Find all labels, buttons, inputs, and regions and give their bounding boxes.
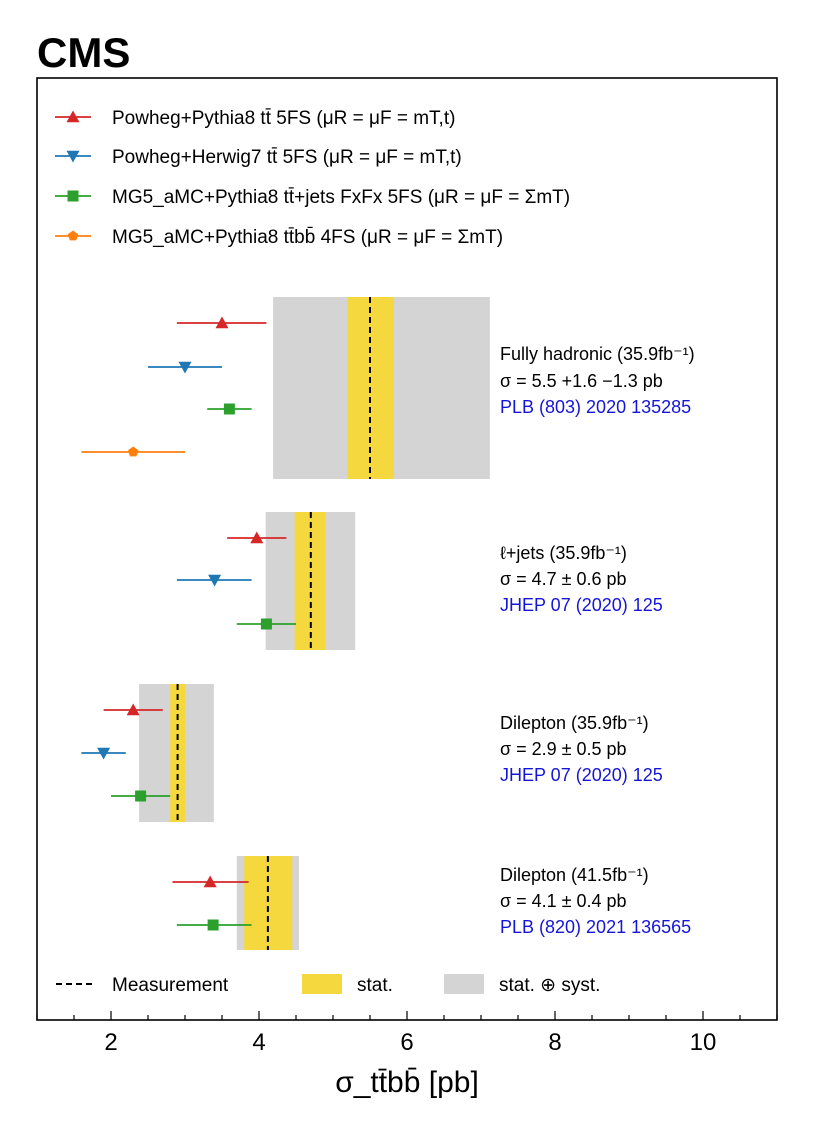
prediction-marker <box>260 618 272 630</box>
syst-legend-swatch <box>444 974 484 994</box>
prediction-marker <box>126 703 140 716</box>
x-axis-label: σ_tt̄bb̄ [pb] <box>335 1066 479 1099</box>
channel-result: σ = 2.9 ± 0.5 pb <box>500 739 627 759</box>
channel-result: σ = 5.5 +1.6 −1.3 pb <box>500 371 663 391</box>
stat-legend-label: stat. <box>357 975 393 996</box>
stat-legend-swatch <box>302 974 342 994</box>
model-predictions <box>81 316 296 931</box>
legend-marker <box>66 150 80 163</box>
channel-annotations: Fully hadronic (35.9fb⁻¹) σ = 5.5 +1.6 −1… <box>500 344 695 937</box>
x-tick-label: 4 <box>252 1029 265 1056</box>
legend-entry: MG5_aMC+Pythia8 tt̄bb̄ 4FS (μR = μF = Σm… <box>112 227 503 248</box>
legend-entry: Powheg+Pythia8 tt̄ 5FS (μR = μF = mT,t) <box>112 108 455 129</box>
channel-result: σ = 4.7 ± 0.6 pb <box>500 569 627 589</box>
prediction-marker <box>135 790 147 802</box>
x-axis: 2 4 6 8 10 σ_tt̄bb̄ [pb] <box>36 1011 778 1099</box>
prediction-marker <box>97 747 111 760</box>
channel-reference: JHEP 07 (2020) 125 <box>500 765 663 785</box>
prediction-marker <box>128 446 139 457</box>
measurement-legend-label: Measurement <box>112 975 229 996</box>
prediction-marker <box>203 875 217 888</box>
prediction-marker <box>178 361 192 374</box>
x-tick-label: 8 <box>548 1029 561 1056</box>
channel-result: σ = 4.1 ± 0.4 pb <box>500 891 627 911</box>
experiment-label: CMS <box>37 29 130 76</box>
x-tick-label: 10 <box>690 1029 717 1056</box>
legend-marker <box>67 230 79 241</box>
x-tick-label: 6 <box>400 1029 413 1056</box>
legend-entry: MG5_aMC+Pythia8 tt̄+jets FxFx 5FS (μR = … <box>112 187 570 208</box>
prediction-marker <box>207 919 219 931</box>
legend-marker <box>66 110 80 123</box>
syst-legend-label: stat. ⊕ syst. <box>499 975 600 996</box>
channel-reference: PLB (803) 2020 135285 <box>500 397 691 417</box>
channel-label: ℓ+jets (35.9fb⁻¹) <box>500 543 627 563</box>
prediction-marker <box>208 574 222 587</box>
x-tick-label: 2 <box>104 1029 117 1056</box>
legend-marker <box>67 190 79 202</box>
measurement-bands <box>139 297 490 950</box>
legend-entry: Powheg+Herwig7 tt̄ 5FS (μR = μF = mT,t) <box>112 147 462 168</box>
prediction-marker <box>223 403 235 415</box>
channel-label: Dilepton (41.5fb⁻¹) <box>500 865 649 885</box>
prediction-marker <box>215 316 229 329</box>
channel-label: Dilepton (35.9fb⁻¹) <box>500 713 649 733</box>
prediction-marker <box>250 531 264 544</box>
model-legend: Powheg+Pythia8 tt̄ 5FS (μR = μF = mT,t) P… <box>55 108 570 248</box>
band-legend: Measurement stat. stat. ⊕ syst. <box>56 974 600 996</box>
stat-band <box>170 684 185 822</box>
channel-reference: PLB (820) 2021 136565 <box>500 917 691 937</box>
channel-reference: JHEP 07 (2020) 125 <box>500 595 663 615</box>
channel-label: Fully hadronic (35.9fb⁻¹) <box>500 344 695 364</box>
plot-frame <box>36 77 778 1021</box>
